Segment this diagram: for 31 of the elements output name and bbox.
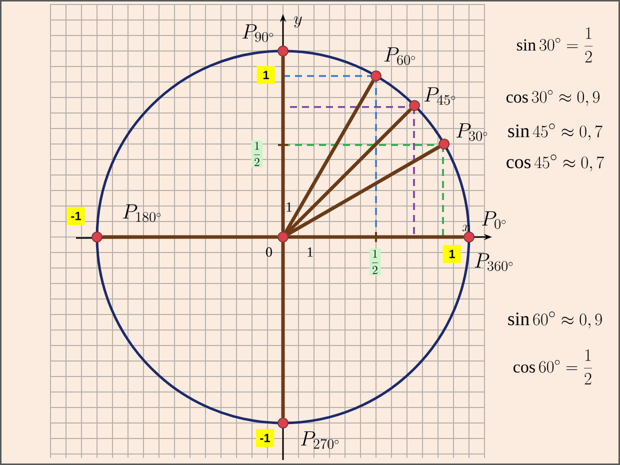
formula: $\cos 45^\circ \approx 0,7$ bbox=[506, 154, 604, 172]
point-label: $P_{45^\circ}$ bbox=[424, 87, 456, 105]
radius-line bbox=[286, 108, 412, 234]
point-label: $P_{180^\circ}$ bbox=[122, 204, 161, 222]
value-box: -1 bbox=[256, 429, 274, 447]
point-label: $P_{360^\circ}$ bbox=[474, 253, 513, 271]
radius-line bbox=[284, 80, 375, 234]
radius-line bbox=[102, 235, 278, 239]
formula: $\cos 60^\circ = \frac{1}{2}$ bbox=[514, 349, 592, 384]
radius-line bbox=[281, 56, 285, 232]
point-label: $P_{90^\circ}$ bbox=[242, 24, 274, 42]
radius-line bbox=[281, 242, 285, 418]
point-label: $P_{30^\circ}$ bbox=[456, 123, 488, 141]
formula: $\sin 60^\circ \approx 0,9$ bbox=[508, 312, 602, 328]
point-label: $P_{270^\circ}$ bbox=[300, 431, 339, 449]
radius-line bbox=[286, 145, 440, 236]
formula: $\cos 30^\circ \approx 0,9$ bbox=[506, 90, 600, 106]
axis-label: 1 bbox=[308, 247, 313, 257]
axis-label: $y$ bbox=[294, 16, 302, 28]
point-label: $P_{0^\circ}$ bbox=[482, 211, 506, 229]
point-marker bbox=[278, 46, 288, 56]
axis-label: 0 bbox=[266, 247, 272, 257]
axis-label: 1 bbox=[286, 202, 292, 212]
formula: $\sin 30^\circ = \frac{1}{2}$ bbox=[516, 27, 593, 62]
radius-line bbox=[288, 235, 464, 239]
value-box: 1 bbox=[443, 245, 461, 263]
point-marker bbox=[409, 100, 420, 111]
formula: $\sin 45^\circ \approx 0,7$ bbox=[508, 124, 602, 140]
value-box: -1 bbox=[67, 207, 85, 225]
point-label: $P_{60^\circ}$ bbox=[384, 47, 416, 65]
value-box: 1 bbox=[257, 66, 275, 84]
